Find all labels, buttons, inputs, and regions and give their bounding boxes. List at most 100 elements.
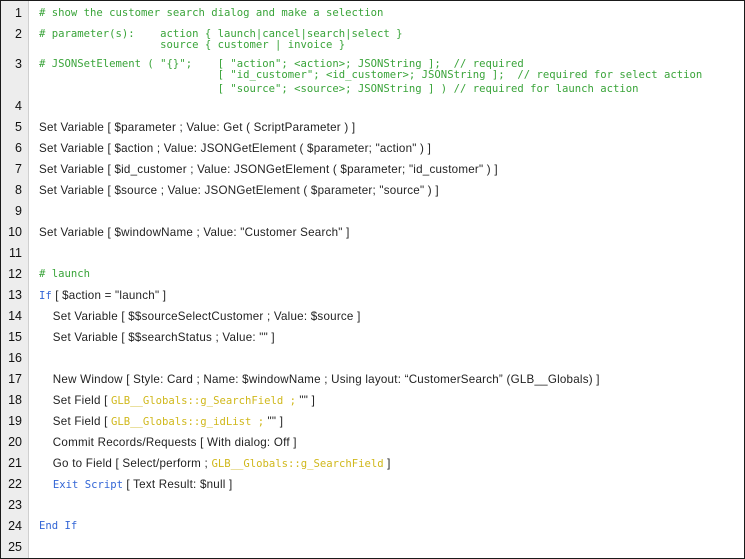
script-line[interactable]: 21 Go to Field [ Select/perform ; GLB__G… (1, 453, 744, 474)
script-line[interactable]: 22 Exit Script [ Text Result: $null ] (1, 474, 744, 495)
script-line[interactable]: 5 Set Variable [ $parameter ; Value: Get … (1, 117, 744, 138)
script-line[interactable]: 1 # show the customer search dialog and m… (1, 3, 744, 24)
line-code: [ "source"; <source>; JSONString ] ) // … (39, 82, 639, 96)
line-number: 24 (8, 519, 22, 533)
line-number: 8 (15, 183, 22, 197)
code-text: Set Variable [ $parameter ; Value: Get (… (39, 121, 356, 134)
script-line[interactable]: 10 Set Variable [ $windowName ; Value: "C… (1, 222, 744, 243)
line-number: 16 (8, 351, 22, 365)
line-code: Set Variable [ $parameter ; Value: Get (… (39, 117, 355, 139)
script-line[interactable]: 11 (1, 243, 744, 264)
line-code: Set Field [ GLB__Globals::g_SearchField … (39, 390, 315, 412)
code-text: [ $action = "launch" ] (51, 289, 167, 302)
line-number: 9 (15, 204, 22, 218)
line-code: Set Variable [ $id_customer ; Value: JSO… (39, 159, 498, 181)
code-text: Set Variable [ $id_customer ; Value: JSO… (39, 163, 498, 176)
code-text: Set Field [ (39, 394, 112, 407)
script-line[interactable]: 7 Set Variable [ $id_customer ; Value: JS… (1, 159, 744, 180)
line-number: 23 (8, 498, 22, 512)
comment-text: # show the customer search dialog and ma… (39, 7, 384, 19)
code-text: Set Variable [ $$searchStatus ; Value: "… (39, 331, 275, 344)
script-line[interactable]: 12 # launch (1, 264, 744, 285)
line-number-gutter (1, 1, 29, 558)
line-number: 3 (15, 57, 22, 71)
line-number: 18 (8, 393, 22, 407)
line-number: 11 (9, 246, 22, 260)
code-text: Go to Field [ Select/perform ; (39, 457, 212, 470)
comment-text: [ "source"; <source>; JSONString ] ) // … (39, 83, 639, 95)
code-text: Commit Records/Requests [ With dialog: O… (39, 436, 297, 449)
line-number: 4 (15, 99, 22, 113)
line-code: # show the customer search dialog and ma… (39, 3, 383, 24)
script-line[interactable]: [ "id_customer"; <id_customer>; JSONStri… (1, 68, 744, 82)
code-text: "" ] (295, 394, 316, 407)
comment-text: source { customer | invoice } (39, 39, 346, 51)
script-line[interactable]: 24 End If (1, 516, 744, 537)
script-line[interactable]: 20 Commit Records/Requests [ With dialog… (1, 432, 744, 453)
field-reference: GLB__Globals::g_idList ; (111, 416, 265, 428)
line-code: Set Variable [ $$searchStatus ; Value: "… (39, 327, 275, 349)
line-number: 10 (8, 225, 22, 239)
code-text: New Window [ Style: Card ; Name: $window… (39, 373, 600, 386)
line-code: source { customer | invoice } (39, 38, 345, 52)
line-code: [ "id_customer"; <id_customer>; JSONStri… (39, 68, 703, 82)
line-number: 7 (15, 162, 22, 176)
script-line[interactable]: 19 Set Field [ GLB__Globals::g_idList ; … (1, 411, 744, 432)
keyword-text: End If (39, 520, 78, 532)
line-code: # parameter(s): action { launch|cancel|s… (39, 24, 403, 45)
line-number: 14 (8, 309, 22, 323)
line-code: Commit Records/Requests [ With dialog: O… (39, 432, 297, 454)
line-code: Set Variable [ $$sourceSelectCustomer ; … (39, 306, 361, 328)
code-text: ] (383, 457, 391, 470)
code-text: "" ] (264, 415, 284, 428)
script-line[interactable]: 4 (1, 96, 744, 117)
line-number: 1 (15, 6, 22, 20)
script-line[interactable]: 15 Set Variable [ $$searchStatus ; Value… (1, 327, 744, 348)
script-line[interactable]: source { customer | invoice } (1, 38, 744, 52)
line-number: 2 (15, 27, 22, 41)
line-code: Exit Script [ Text Result: $null ] (39, 474, 233, 496)
line-code: Set Variable [ $source ; Value: JSONGetE… (39, 180, 439, 202)
keyword-text: If (39, 290, 52, 302)
line-code: Set Variable [ $windowName ; Value: "Cus… (39, 222, 350, 244)
comment-text: # parameter(s): action { launch|cancel|s… (39, 28, 403, 40)
line-number: 5 (15, 120, 22, 134)
code-text: Set Field [ (39, 415, 112, 428)
line-code: Set Field [ GLB__Globals::g_idList ; "" … (39, 411, 283, 433)
code-text: Set Variable [ $windowName ; Value: "Cus… (39, 226, 350, 239)
line-number: 25 (8, 540, 22, 554)
script-line[interactable]: 2 # parameter(s): action { launch|cancel|… (1, 24, 744, 45)
script-line[interactable]: 16 (1, 348, 744, 369)
line-code: Set Variable [ $action ; Value: JSONGetE… (39, 138, 431, 160)
script-line[interactable]: 8 Set Variable [ $source ; Value: JSONGet… (1, 180, 744, 201)
keyword-text: Exit Script (52, 479, 123, 491)
line-code: # launch (39, 264, 90, 285)
script-line[interactable]: 3# JSONSetElement ( "{}"; [ "action"; <a… (1, 54, 744, 75)
line-number: 17 (8, 372, 22, 386)
field-reference: GLB__Globals::g_SearchField (211, 458, 384, 470)
comment-text: [ "id_customer"; <id_customer>; JSONStri… (39, 69, 703, 81)
comment-text: # launch (39, 268, 91, 280)
line-number: 19 (8, 414, 22, 428)
script-line[interactable]: 17 New Window [ Style: Card ; Name: $win… (1, 369, 744, 390)
script-line[interactable]: [ "source"; <source>; JSONString ] ) // … (1, 82, 744, 96)
script-line[interactable]: 14 Set Variable [ $$sourceSelectCustomer… (1, 306, 744, 327)
line-number: 22 (8, 477, 22, 491)
script-line[interactable]: 23 (1, 495, 744, 516)
script-line[interactable]: 18 Set Field [ GLB__Globals::g_SearchFie… (1, 390, 744, 411)
script-line[interactable]: 25 (1, 537, 744, 558)
script-line[interactable]: 9 (1, 201, 744, 222)
code-text: Set Variable [ $source ; Value: JSONGetE… (39, 184, 439, 197)
line-code: If [ $action = "launch" ] (39, 285, 166, 307)
line-number: 15 (8, 330, 22, 344)
line-code: End If (39, 516, 77, 537)
code-text: [ Text Result: $null ] (122, 478, 233, 491)
line-number: 12 (8, 267, 22, 281)
line-number: 21 (8, 456, 22, 470)
line-code: Go to Field [ Select/perform ; GLB__Glob… (39, 453, 391, 475)
code-text: Set Variable [ $action ; Value: JSONGetE… (39, 142, 432, 155)
line-code: New Window [ Style: Card ; Name: $window… (39, 369, 600, 391)
